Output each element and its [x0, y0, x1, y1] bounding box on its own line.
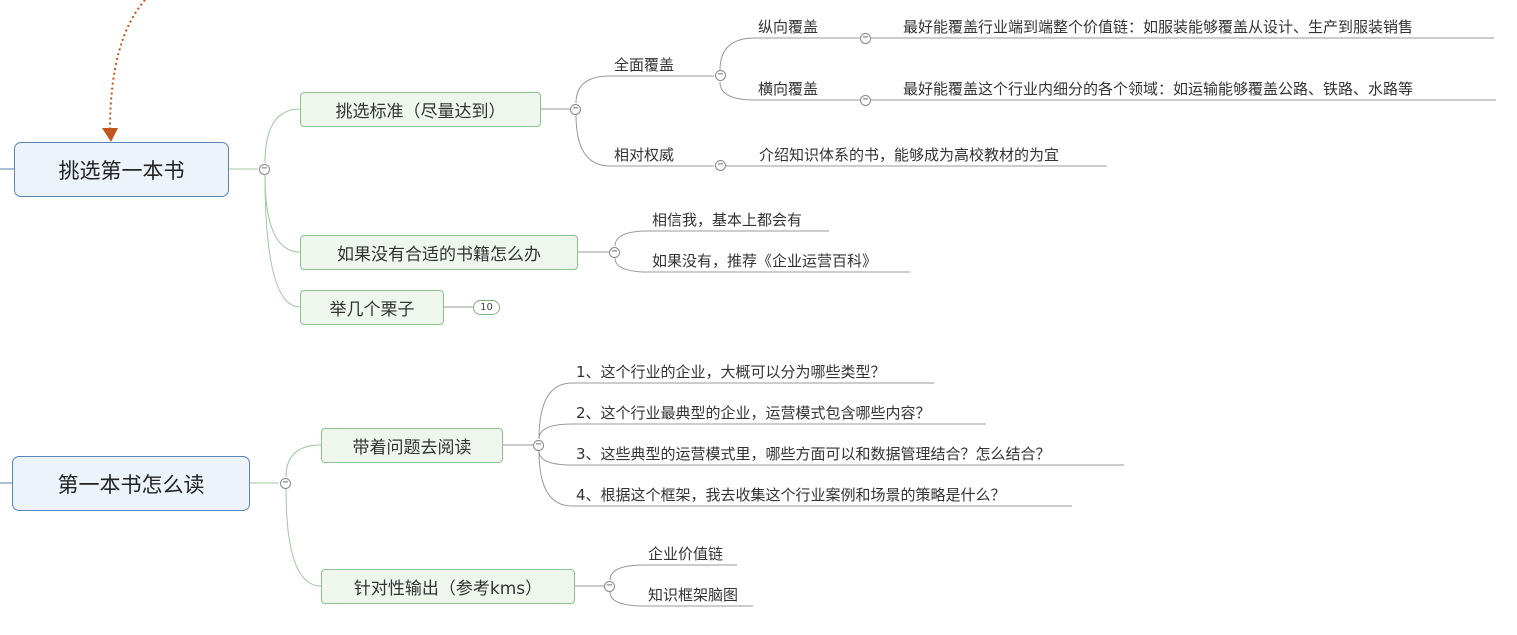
link-examples [264, 174, 301, 308]
link-q1 [538, 382, 934, 440]
subtopic-selection-criteria[interactable]: 挑选标准（尽量达到） [300, 92, 541, 127]
node-horizontal-coverage[interactable]: 横向覆盖 [758, 80, 819, 98]
node-vertical-coverage[interactable]: 纵向覆盖 [758, 18, 819, 36]
collapse-icon[interactable]: − [604, 581, 615, 592]
node-horizontal-note[interactable]: 最好能覆盖这个行业内细分的各个领域：如运输能够覆盖公路、铁路、水路等 [903, 80, 1414, 98]
link-criteria [264, 108, 301, 164]
central-topic-how-to-read[interactable]: 第一本书怎么读 [12, 456, 250, 511]
link-q4 [538, 450, 1072, 507]
node-output-2[interactable]: 知识框架脑图 [648, 586, 739, 604]
link-out-2 [609, 591, 753, 607]
subtopic-examples[interactable]: 举几个栗子 [300, 290, 444, 325]
node-no-book-item-2[interactable]: 如果没有，推荐《企业运营百科》 [652, 252, 878, 270]
link-nobook [264, 174, 301, 253]
node-full-coverage[interactable]: 全面覆盖 [614, 56, 675, 74]
collapse-icon[interactable]: − [570, 104, 581, 115]
node-vertical-note[interactable]: 最好能覆盖行业端到端整个价值链：如服装能够覆盖从设计、生产到服装销售 [903, 18, 1414, 36]
subtopic-targeted-output[interactable]: 针对性输出（参考kms） [321, 569, 575, 604]
link-questions [285, 444, 322, 478]
node-authority-note[interactable]: 介绍知识体系的书，能够成为高校教材的为宜 [759, 146, 1060, 164]
relationship-arrow [109, 0, 146, 131]
node-question-3[interactable]: 3、这些典型的运营模式里，哪些方面可以和数据管理结合？怎么结合？ [576, 445, 1051, 463]
link-q2 [538, 423, 986, 440]
subtopic-no-suitable-book[interactable]: 如果没有合适的书籍怎么办 [300, 235, 578, 270]
subtopic-read-with-questions[interactable]: 带着问题去阅读 [321, 428, 503, 463]
link-vertical [719, 37, 860, 71]
link-authority [575, 114, 714, 167]
node-relative-authority[interactable]: 相对权威 [614, 146, 675, 164]
link-fullcov [575, 75, 714, 104]
collapse-icon[interactable]: − [609, 247, 620, 258]
collapse-icon[interactable]: − [533, 440, 544, 451]
collapse-icon[interactable]: − [715, 70, 726, 81]
collapse-icon[interactable]: − [259, 164, 270, 175]
link-output [285, 488, 322, 587]
link-out-1 [609, 564, 737, 581]
node-question-1[interactable]: 1、这个行业的企业，大概可以分为哪些类型？ [576, 363, 886, 381]
link-horizontal [719, 81, 860, 101]
collapse-icon[interactable]: − [860, 33, 871, 44]
link-nobook-2 [614, 257, 910, 273]
node-question-4[interactable]: 4、根据这个框架，我去收集这个行业案例和场景的策略是什么？ [576, 486, 1006, 504]
central-topic-pick-first-book[interactable]: 挑选第一本书 [14, 142, 229, 197]
collapsed-count-badge[interactable]: 10 [473, 300, 500, 315]
collapse-icon[interactable]: − [860, 95, 871, 106]
node-output-1[interactable]: 企业价值链 [648, 545, 724, 563]
relationship-arrowhead [102, 128, 118, 142]
node-question-2[interactable]: 2、这个行业最典型的企业，运营模式包含哪些内容？ [576, 404, 931, 422]
link-nobook-1 [614, 230, 829, 247]
collapse-icon[interactable]: − [715, 160, 726, 171]
node-no-book-item-1[interactable]: 相信我，基本上都会有 [652, 211, 803, 229]
collapse-icon[interactable]: − [280, 478, 291, 489]
